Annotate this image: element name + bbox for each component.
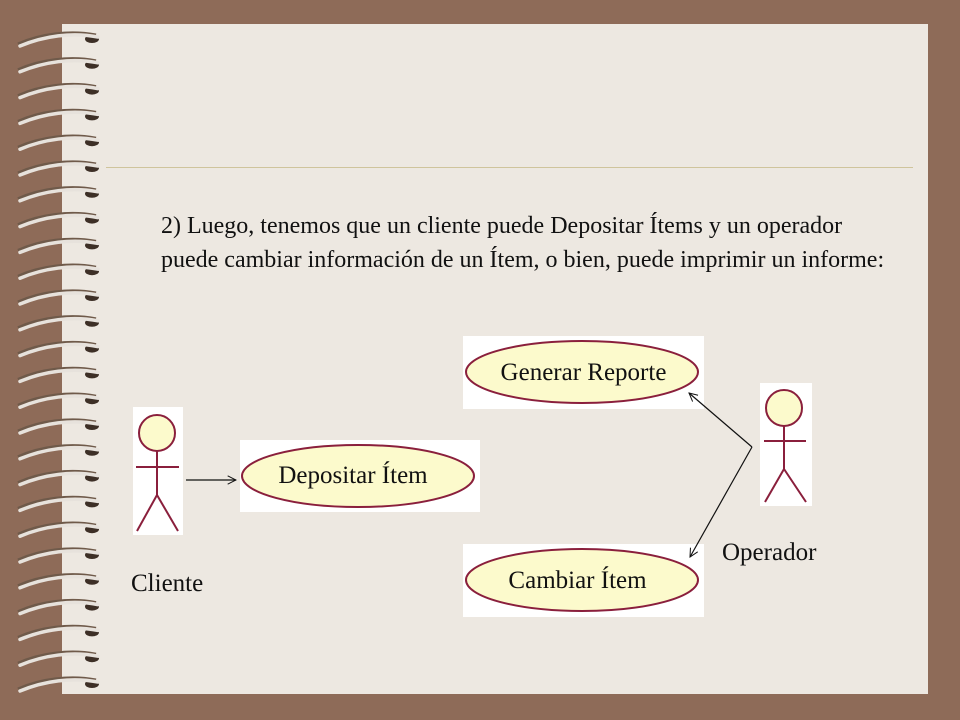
spiral-coil — [17, 82, 100, 100]
usecase-ellipse — [465, 548, 699, 612]
spiral-coil — [17, 573, 100, 590]
spiral-coil — [17, 237, 100, 255]
usecase-label: Cambiar Ítem — [508, 566, 647, 594]
spiral-coil — [17, 57, 100, 74]
actor-cliente — [133, 407, 183, 535]
spiral-coil — [17, 521, 100, 538]
actor-label-cliente: Cliente — [131, 570, 204, 597]
spiral-coil — [17, 108, 100, 126]
usecase-ellipse — [241, 444, 475, 508]
spiral-coil — [17, 366, 100, 384]
spiral-coil — [17, 289, 100, 306]
spiral-binding — [17, 31, 100, 693]
spiral-coil — [17, 547, 100, 564]
usecase-generar-reporte: Generar Reporte — [463, 336, 704, 409]
spiral-coil — [17, 418, 100, 435]
spiral-coil — [17, 624, 100, 642]
spiral-coil — [17, 134, 100, 151]
spiral-coil — [17, 211, 100, 229]
spiral-coil — [17, 650, 100, 667]
stick-figure-icon — [764, 389, 807, 503]
spiral-coil — [17, 340, 100, 358]
actor-operador — [760, 383, 812, 506]
usecase-depositar-item: Depositar Ítem — [240, 440, 480, 512]
spiral-coil — [17, 315, 100, 332]
spiral-coil — [17, 31, 100, 48]
spiral-coil — [17, 160, 100, 177]
association-operador-cambiar — [690, 446, 753, 557]
usecase-ellipse — [465, 340, 699, 404]
usecase-label: Depositar Ítem — [278, 462, 428, 489]
spiral-coil — [17, 263, 100, 280]
spiral-coil — [17, 392, 100, 409]
stick-figure-icon — [136, 414, 179, 532]
usecase-label: Generar Reporte — [500, 358, 667, 386]
slide-body-text: 2) Luego, tenemos que un cliente puede D… — [161, 213, 885, 273]
spiral-coil — [17, 186, 100, 203]
spiral-coil — [17, 598, 100, 616]
spiral-coil — [17, 495, 100, 513]
title-divider — [106, 167, 913, 168]
spiral-coil — [17, 444, 100, 461]
spiral-coil — [17, 676, 100, 693]
association-operador-generar — [689, 393, 753, 448]
usecase-cambiar-item: Cambiar Ítem — [463, 544, 704, 617]
actor-label-operador: Operador — [722, 539, 817, 566]
spiral-coil — [17, 469, 100, 487]
